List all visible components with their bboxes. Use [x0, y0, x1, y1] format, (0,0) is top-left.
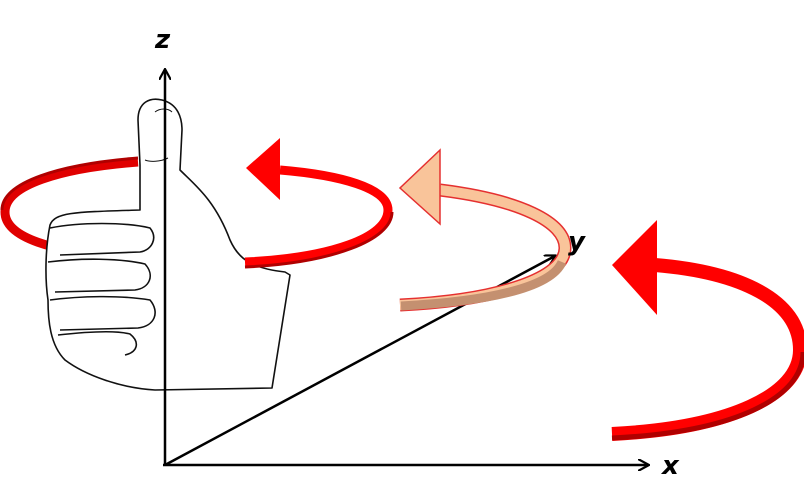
z-axis-label: z [154, 25, 171, 55]
y-rotation-arrow [398, 148, 572, 312]
z-rotation-arrow-front [244, 138, 394, 269]
x-rotation-arrowhead [612, 220, 657, 315]
y-axis-label: y [568, 227, 586, 257]
hand-illustration [45, 98, 291, 391]
x-axis-label: x [660, 451, 680, 481]
x-rotation-arrow [611, 220, 804, 441]
z-rotation-arrowhead-left [246, 138, 280, 200]
y-rotation-arrowhead [398, 148, 441, 226]
